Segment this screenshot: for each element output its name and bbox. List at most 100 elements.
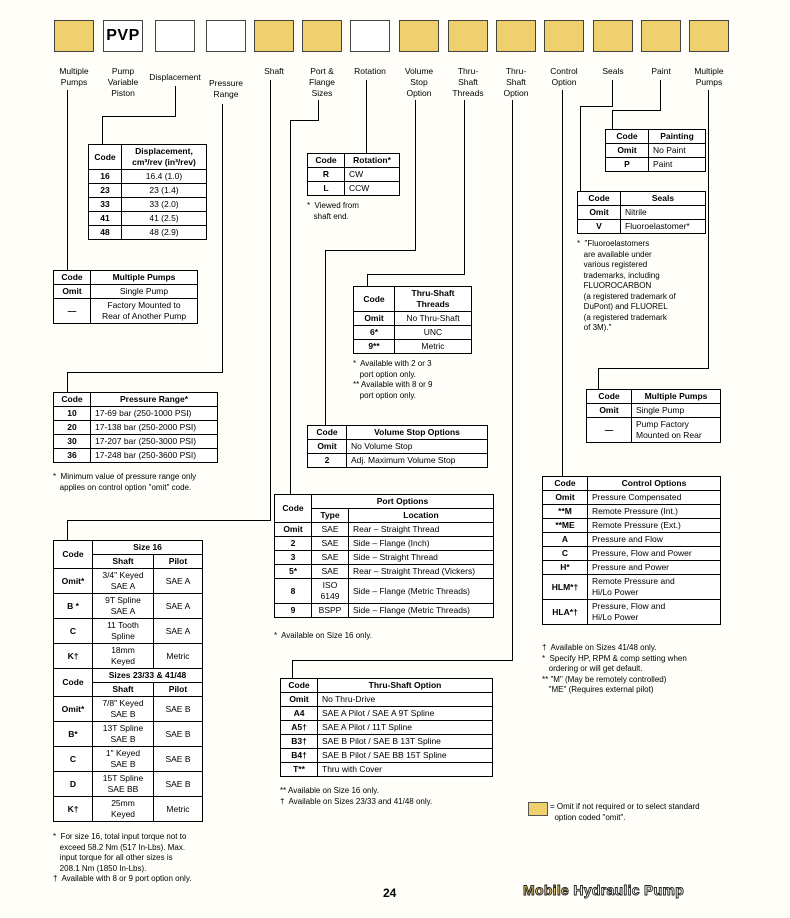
code-box-rotation	[350, 20, 390, 52]
table-row: B3†SAE B Pilot / SAE B 13T Spline	[280, 734, 493, 749]
table-row: H*Pressure and Power	[542, 560, 721, 575]
label-pvp: Pump Variable Piston	[107, 66, 139, 98]
control-options-note: † Available on Sizes 41/48 only. * Speci…	[542, 643, 687, 694]
thru-shaft-threads-note: * Available with 2 or 3 port option only…	[353, 359, 433, 400]
label-displacement: Displacement	[149, 72, 201, 82]
table-row: —Pump Factory Mounted on Rear	[586, 417, 721, 443]
table-row: B4†SAE B Pilot / SAE BB 15T Spline	[280, 748, 493, 763]
table-row: T**Thru with Cover	[280, 762, 493, 777]
table-row: A5†SAE A Pilot / 11T Spline	[280, 720, 493, 735]
footer-brand: Mobile Hydraulic Pump	[523, 882, 685, 899]
label-control-option: Control Option	[550, 66, 578, 87]
rotation-note: * Viewed from shaft end.	[307, 201, 359, 221]
pressure-range-note: * Minimum value of pressure range only a…	[53, 472, 197, 492]
label-seals: Seals	[602, 66, 624, 76]
table-row: HLA*†Pressure, Flow and Hi/Lo Power	[542, 599, 721, 625]
code-box-displacement	[155, 20, 195, 52]
code-box-pvp: PVP	[103, 20, 143, 52]
thru-shaft-option-note: ** Available on Size 16 only. † Availabl…	[280, 786, 433, 806]
code-box-thru-shaft-option	[496, 20, 536, 52]
code-box-seals	[593, 20, 633, 52]
code-box-multiple-pumps-right	[689, 20, 729, 52]
shaft-note: * For size 16, total input torque not to…	[53, 832, 192, 883]
label-pressure-range: Pressure Range	[208, 78, 243, 99]
code-box-port-flange	[302, 20, 342, 52]
port-options-note: * Available on Size 16 only.	[274, 631, 372, 640]
table-row: 9**Metric	[353, 339, 472, 354]
code-box-thru-shaft-threads	[448, 20, 488, 52]
label-rotation: Rotation	[354, 66, 386, 76]
label-port-flange: Port & Flange Sizes	[309, 66, 335, 98]
code-box-paint	[641, 20, 681, 52]
label-shaft: Shaft	[264, 66, 284, 76]
label-thru-shaft-option: Thru- Shaft Option	[503, 66, 529, 98]
label-multiple-pumps-right: Multiple Pumps	[694, 66, 724, 87]
label-volume-stop: Volume Stop Option	[404, 66, 434, 98]
code-box-multiple-pumps	[54, 20, 94, 52]
table-row: HLM*†Remote Pressure and Hi/Lo Power	[542, 574, 721, 600]
table-row: —Factory Mounted to Rear of Another Pump	[53, 298, 198, 324]
code-box-shaft	[254, 20, 294, 52]
label-multiple-pumps: Multiple Pumps	[59, 66, 89, 87]
legend-text: = Omit if not required or to select stan…	[550, 802, 700, 822]
seals-note: * "Fluoroelastomers are available under …	[577, 239, 676, 332]
table-row: 6*UNC	[353, 325, 472, 340]
code-box-control-option	[544, 20, 584, 52]
code-box-pressure-range	[206, 20, 246, 52]
legend-swatch	[528, 802, 548, 816]
code-box-volume-stop	[399, 20, 439, 52]
label-paint: Paint	[651, 66, 671, 76]
label-thru-shaft-threads: Thru- Shaft Threads	[452, 66, 484, 98]
